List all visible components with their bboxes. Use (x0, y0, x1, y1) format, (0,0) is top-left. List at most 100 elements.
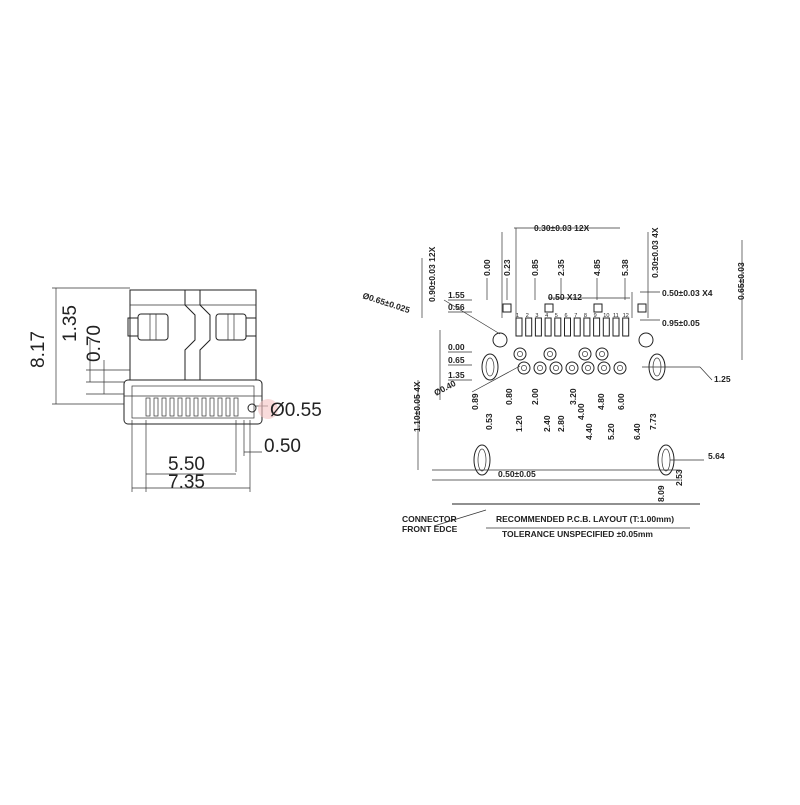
column-label: 2.40 (542, 415, 552, 432)
dim-right-offset: 1.25 (714, 374, 731, 384)
pin (225, 397, 231, 417)
right-latch (215, 313, 247, 341)
pad-slot (622, 317, 630, 337)
dim-right-dim: 5.64 (708, 451, 725, 461)
dim-pitch: 0.50 (264, 436, 301, 457)
pin (209, 397, 215, 417)
connector-lower-body (123, 379, 263, 425)
via (597, 361, 611, 375)
via (595, 347, 609, 361)
dim-right-small: 2.53 (674, 469, 684, 486)
pin-number: 2 (526, 313, 529, 319)
dim-outer-width: 7.35 (168, 472, 205, 493)
dim-side-pad: 0.50±0.03 X4 (662, 288, 713, 298)
via (565, 361, 579, 375)
column-label: 8.09 (656, 485, 666, 502)
pad-slot (593, 317, 601, 337)
note-tolerance: TOLERANCE UNSPECIFIED ±0.05mm (502, 529, 653, 539)
row-label: 1.35 (448, 370, 465, 380)
pin (201, 397, 207, 417)
column-label: 7.73 (648, 413, 658, 430)
dim-inner-width: 5.50 (168, 454, 205, 475)
pin (161, 397, 167, 417)
column-label: 0.89 (470, 393, 480, 410)
pin (177, 397, 183, 417)
dim-slot-width: 0.30±0.03 12X (534, 223, 590, 233)
via (581, 361, 595, 375)
column-label: 0.85 (530, 259, 540, 276)
row-label: 0.56 (448, 302, 465, 312)
column-label: 1.20 (514, 415, 524, 432)
pad-slot (515, 317, 523, 337)
left-latch (137, 313, 169, 341)
dim-gap: 0.95±0.05 (662, 318, 700, 328)
pad-slot (583, 317, 591, 337)
connector-side-view: 8.17 1.35 0.70 Ø0.55 0.50 5.50 7.35 (28, 287, 322, 493)
column-label: 4.80 (596, 393, 606, 410)
pin-number: 9 (594, 313, 597, 319)
mount-hole-right (638, 332, 654, 348)
via (543, 347, 557, 361)
pad-slot (534, 317, 542, 337)
pin (169, 397, 175, 417)
dim-total-height: 8.17 (28, 331, 49, 368)
dim-diameter: Ø0.55 (270, 400, 322, 421)
pin (233, 397, 239, 417)
dim-small-height: 0.70 (84, 325, 105, 362)
connector-pins (145, 397, 239, 417)
pin (145, 397, 151, 417)
pcb-layout-view: 0.30±0.03 12X 0.90±0.03 12X 0.30±0.03 4X… (361, 223, 746, 539)
column-label: 4.85 (592, 259, 602, 276)
right-notch (199, 290, 211, 380)
column-label: 3.20 (568, 388, 578, 405)
pin-number: 7 (574, 313, 577, 319)
dim-left-hole-pitch: 0.90±0.03 12X (427, 246, 437, 302)
pad-slot (612, 317, 620, 337)
pin-number: 8 (584, 313, 587, 319)
mount-hole (247, 403, 257, 413)
pin (217, 397, 223, 417)
row-label: 0.65 (448, 355, 465, 365)
dim-pad-pitch: 0.50 X12 (548, 292, 582, 302)
bottom-pad-left (473, 444, 491, 476)
via (513, 347, 527, 361)
note-front-edge: FRONT EDCE (402, 524, 458, 534)
column-label: 2.00 (530, 388, 540, 405)
pin-number: 1 (516, 313, 519, 319)
pin (153, 397, 159, 417)
column-label: 6.40 (632, 423, 642, 440)
pad-slot (554, 317, 562, 337)
pin-number: 4 (545, 313, 548, 319)
via (549, 361, 563, 375)
column-label: 5.38 (620, 259, 630, 276)
pin-number: 11 (613, 313, 619, 319)
connector-upper-body (129, 289, 257, 381)
pin (185, 397, 191, 417)
column-label: 0.80 (504, 388, 514, 405)
via (613, 361, 627, 375)
column-label: 4.40 (584, 423, 594, 440)
column-label: 2.80 (556, 415, 566, 432)
via (578, 347, 592, 361)
column-label: 2.35 (556, 259, 566, 276)
row-label: 0.00 (448, 342, 465, 352)
column-label: 4.00 (576, 403, 586, 420)
column-label: 5.20 (606, 423, 616, 440)
pin (193, 397, 199, 417)
dim-dia-small: Ø0.40 (432, 378, 457, 398)
via (533, 361, 547, 375)
column-label: 0.00 (482, 259, 492, 276)
via (517, 361, 531, 375)
dim-dia-top: Ø0.65±0.025 (361, 290, 411, 315)
pad-slot (525, 317, 533, 337)
mount-hole-left (492, 332, 508, 348)
pin-number: 6 (565, 313, 568, 319)
pad-slot (573, 317, 581, 337)
oval-pad-left (481, 353, 499, 381)
column-label: 6.00 (616, 393, 626, 410)
left-notch (184, 290, 196, 380)
pad-row (515, 317, 630, 337)
